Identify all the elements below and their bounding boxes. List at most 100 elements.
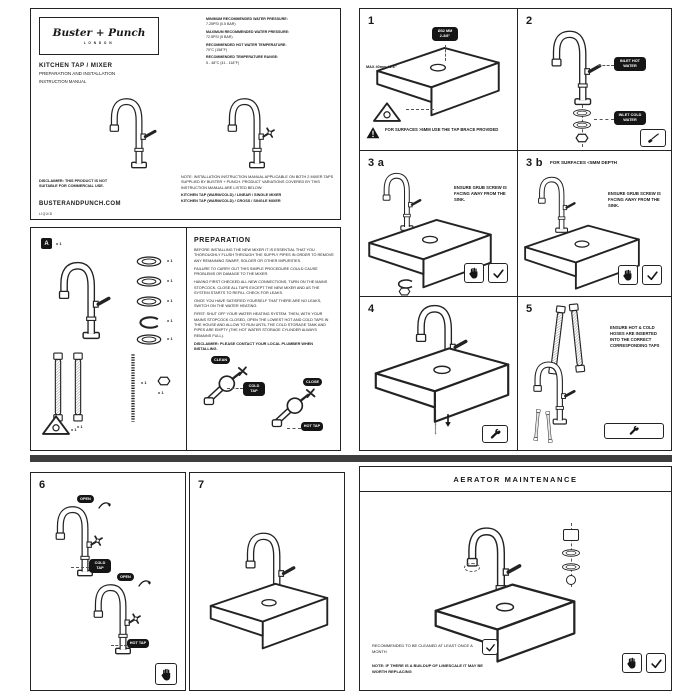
hand-icon xyxy=(621,268,635,282)
hose-note: ENSURE HOT & COLD HOSES ARE INSERTED INT… xyxy=(610,325,660,349)
parts-text-divider xyxy=(186,228,188,450)
preparation-panel: A x 1 x 1 x 1 x 1 x 1 x 1 x 1 x 1 x 1 x … xyxy=(30,227,341,451)
spec-label: RECOMMENDED TEMPERATURE RANGE: xyxy=(206,55,279,60)
open-label: OPEN xyxy=(77,495,94,504)
stop-box xyxy=(155,663,177,685)
step-number: 5 xyxy=(526,303,533,315)
brand-city: LONDON xyxy=(83,41,115,46)
spec-label: MAXIMUM RECOMMENDED WATER PRESSURE: xyxy=(206,29,290,34)
part-qty: x 1 xyxy=(77,424,83,429)
tool-box xyxy=(640,129,666,147)
hole-size-line2: 2-3/8" xyxy=(439,33,451,38)
part-qty: x 1 xyxy=(167,336,173,341)
screwdriver-icon xyxy=(647,132,660,145)
grub-screw-note: ENSURE GRUB SCREW IS FACING AWAY FROM TH… xyxy=(608,191,661,209)
faucet-illustration xyxy=(538,23,602,108)
prep-paragraph: FIRST: SHUT OFF YOUR WATER HEATING SYSTE… xyxy=(194,312,329,338)
aerator-note-1: RECOMMENDED TO BE CLEANED AT LEAST ONCE … xyxy=(372,643,473,654)
leader-line xyxy=(227,388,243,389)
washer-part xyxy=(135,256,163,267)
hot-tap-tag: HOT TAP xyxy=(127,639,149,648)
counter-illustration xyxy=(370,343,514,428)
leader-line xyxy=(445,45,446,61)
c-clip-part xyxy=(137,316,163,329)
open-label: OPEN xyxy=(117,573,134,582)
faucet-cross-illustration xyxy=(215,91,275,171)
part-qty: x 1 xyxy=(158,390,164,395)
step-2: 2 INLET HOT WATER INLET COLD WATER xyxy=(518,9,671,151)
cover-panel: Buster + Punch LONDON KITCHEN TAP / MIXE… xyxy=(30,8,341,220)
step-4: 4 xyxy=(360,297,518,450)
prep-paragraph: BEFORE INSTALLING THE NEW MIXER IT IS ES… xyxy=(194,248,334,263)
cold-tap-tag: COLD TAP xyxy=(89,559,111,573)
kit-a-badge: A xyxy=(41,238,52,249)
nut-part xyxy=(398,287,411,296)
aerator-washer-part xyxy=(561,549,581,557)
cover-disclaimer: DISCLAIMER: THIS PRODUCT IS NOT SUITABLE… xyxy=(39,179,108,189)
step-5: 5 ENSURE HOT & COLD HOSES ARE INSERTED I… xyxy=(518,297,671,450)
finish-code: LIQUID xyxy=(39,212,53,216)
aerator-outlet-marker xyxy=(464,563,480,572)
doc-subtitle: PREPARATION AND INSTALLATION xyxy=(39,70,116,76)
grub-screw-note: ENSURE GRUB SCREW IS FACING AWAY FROM TH… xyxy=(454,185,507,203)
aerator-maintenance-panel: AERATOR MAINTENANCE RECOMMENDED TO BE CL… xyxy=(359,466,672,691)
hose-illustration xyxy=(531,409,544,442)
leader-line xyxy=(287,428,301,429)
hose-part xyxy=(51,350,65,424)
nut-part xyxy=(575,133,589,143)
step-3b: 3 b FOR SURFACES <5MM DEPTH ENSURE GRUB … xyxy=(518,151,671,297)
counter-illustration xyxy=(206,579,332,654)
prep-paragraph: FAILURE TO CARRY OUT THIS SIMPLE PROCEDU… xyxy=(194,266,318,277)
preparation-text: PREPARATION BEFORE INSTALLING THE NEW MI… xyxy=(194,237,334,353)
step-6-panel: 6 OPEN COLD TAP OPEN HOT TAP xyxy=(30,472,186,691)
spec-value: 7.25PSI (0.5 BAR) xyxy=(206,22,236,27)
check-box xyxy=(488,263,508,283)
tap-part-illustration xyxy=(45,254,111,342)
hand-icon xyxy=(625,656,639,670)
wrench-icon xyxy=(628,425,640,437)
step-7-panel: 7 xyxy=(189,472,345,691)
leader-line xyxy=(406,109,434,110)
arrow-down-icon xyxy=(444,413,452,428)
step-number: 3 b xyxy=(526,157,543,169)
step-number: 6 xyxy=(39,479,46,491)
wrench-icon xyxy=(489,428,502,441)
faucet-linear-illustration xyxy=(97,91,157,171)
check-box xyxy=(482,639,498,655)
brand-name: Buster + Punch xyxy=(52,26,146,39)
variant-1: KITCHEN TAP (WARM/COLD) / LINEAR / SINGL… xyxy=(181,193,282,198)
check-icon xyxy=(485,642,496,653)
prep-disclaimer: DISCLAIMER: PLEASE CONTACT YOUR LOCAL PL… xyxy=(194,341,313,352)
washer-part xyxy=(135,276,163,287)
inlet-cold-badge: INLET COLD WATER xyxy=(614,111,646,125)
step-number: 7 xyxy=(198,479,205,491)
step-3a: 3 a ENSURE GRUB SCREW IS FACING AWAY FRO… xyxy=(360,151,518,297)
part-qty: x 1 xyxy=(167,298,173,303)
step-number: 4 xyxy=(368,303,375,315)
tool-box xyxy=(604,423,664,439)
hand-icon xyxy=(159,667,174,682)
check-box xyxy=(642,265,662,285)
washer-part xyxy=(572,109,592,117)
counter-illustration xyxy=(430,579,580,668)
tap-brace-part xyxy=(39,414,73,437)
spec-value: 5 - 48°C (41 - 118°F) xyxy=(206,60,240,65)
leader-line xyxy=(594,119,614,120)
spec-block: MINIMUM RECOMMENDED WATER PRESSURE: 7.25… xyxy=(206,17,334,68)
spec-value: 70°C (158°F) xyxy=(206,47,228,52)
check-box xyxy=(646,653,666,673)
aerator-body-part xyxy=(563,529,579,541)
stop-box xyxy=(618,265,638,285)
step-number: 1 xyxy=(368,15,375,27)
washer-part xyxy=(135,334,163,345)
doc-title: KITCHEN TAP / MIXER xyxy=(39,62,113,69)
step-1: 1 Ø32 MM 2-3/8" MAX 40mm / 1.6" FOR SURF… xyxy=(360,9,518,151)
preparation-heading: PREPARATION xyxy=(194,237,251,244)
inlet-hot-badge: INLET HOT WATER xyxy=(614,57,646,71)
title-rule xyxy=(360,491,671,493)
aerator-note-2: NOTE: IF THERE IS A BUILDUP OF LIMESCALE… xyxy=(372,663,483,674)
aerator-title: AERATOR MAINTENANCE xyxy=(453,475,578,484)
clean-label: CLEAN xyxy=(211,356,231,365)
cover-heading: KITCHEN TAP / MIXER PREPARATION AND INST… xyxy=(39,62,179,84)
